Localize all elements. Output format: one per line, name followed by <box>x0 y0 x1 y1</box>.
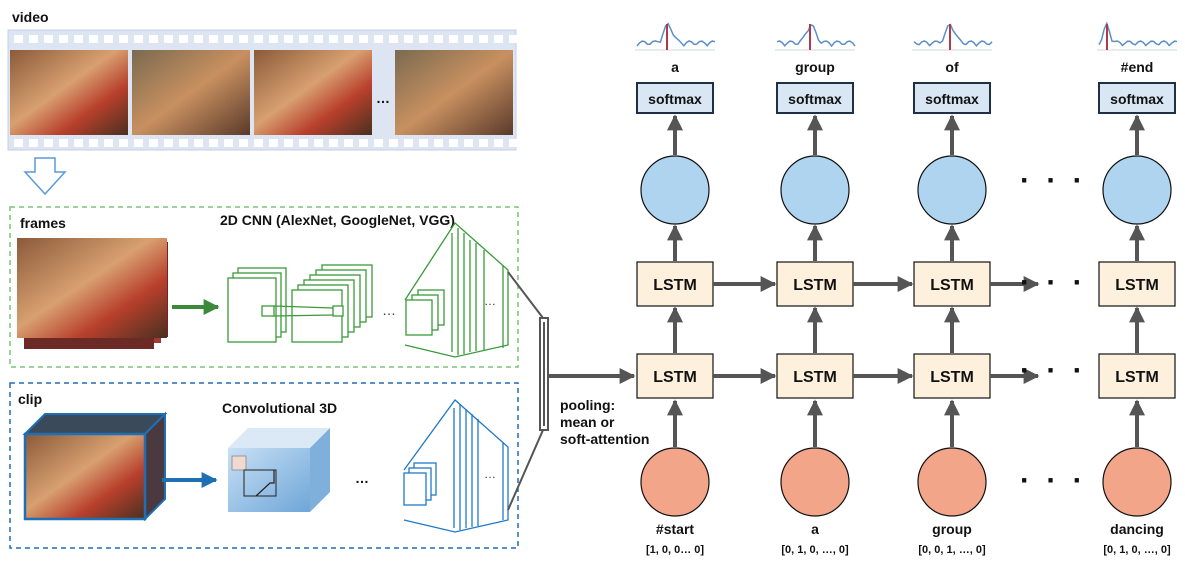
softmax-box <box>636 82 714 114</box>
input-word: dancing <box>1110 521 1164 537</box>
svg-text:…: … <box>382 302 396 318</box>
word-distribution-plot <box>776 23 856 48</box>
clip-label: clip <box>18 391 42 407</box>
svg-text:…: … <box>484 467 496 481</box>
lstm-bottom-label: LSTM <box>1115 369 1159 386</box>
frames-box <box>9 206 519 368</box>
video-frame-2 <box>132 50 250 135</box>
output-word: group <box>795 59 835 75</box>
conv3d-cube <box>228 428 330 512</box>
input-node <box>780 447 850 517</box>
lstm-bottom-label: LSTM <box>930 369 974 386</box>
conv3d-label: Convolutional 3D <box>222 400 337 416</box>
lstm-top <box>776 261 854 307</box>
softmax-label: softmax <box>1110 91 1164 107</box>
pooling-label-2: mean or <box>560 414 615 430</box>
input-word: group <box>932 521 972 537</box>
video-frame-3 <box>254 50 372 135</box>
cnn2d-layers: … … <box>227 222 509 358</box>
conv3d-layers: … <box>403 399 509 533</box>
lstm-bottom-label: LSTM <box>793 369 837 386</box>
pooling-connector <box>507 271 549 511</box>
lstm-bottom <box>1098 353 1176 399</box>
lstm-top <box>1098 261 1176 307</box>
lstm-top-label: LSTM <box>930 277 974 294</box>
softmax-label: softmax <box>788 91 842 107</box>
input-node <box>640 447 710 517</box>
input-vector: [0, 1, 0, …, 0] <box>1103 544 1171 556</box>
softmax-label: softmax <box>925 91 979 107</box>
word-distribution-plot <box>1098 21 1178 47</box>
softmax-label: softmax <box>648 91 702 107</box>
hidden-node <box>780 155 850 225</box>
hidden-node <box>1102 155 1172 225</box>
dots-input: · · · <box>1020 464 1087 497</box>
lstm-top-label: LSTM <box>1115 277 1159 294</box>
input-vector: [1, 0, 0… 0] <box>646 544 704 556</box>
lstm-bottom-label: LSTM <box>653 369 697 386</box>
dots-lstm-bottom: · · · <box>1020 354 1087 387</box>
svg-text:…: … <box>484 294 496 308</box>
frames-label: frames <box>20 215 66 231</box>
video-frame-1 <box>10 50 128 135</box>
softmax-box <box>913 82 991 114</box>
cnn2d-label: 2D CNN (AlexNet, GoogleNet, VGG) <box>220 212 455 228</box>
film-ellipsis: … <box>376 90 390 106</box>
output-word: a <box>671 59 679 75</box>
lstm-bottom <box>776 353 854 399</box>
video-label: video <box>12 9 49 25</box>
c3d-ellipsis: … <box>355 470 369 486</box>
clip-cube <box>22 411 168 522</box>
dots-lstm-top: · · · <box>1020 266 1087 299</box>
down-arrow-icon <box>23 157 67 196</box>
lstm-bottom <box>636 353 714 399</box>
input-word: #start <box>656 521 694 537</box>
input-vector: [0, 1, 0, …, 0] <box>781 544 849 556</box>
output-word: of <box>945 59 959 75</box>
film-strip: … <box>7 29 518 151</box>
lstm-top-label: LSTM <box>793 277 837 294</box>
hidden-node <box>917 155 987 225</box>
clip-box <box>9 382 519 549</box>
input-node <box>917 447 987 517</box>
video-frame-4 <box>395 50 513 135</box>
word-distribution-plot <box>636 22 716 47</box>
input-vector: [0, 0, 1, …, 0] <box>918 544 986 556</box>
output-word: #end <box>1121 59 1154 75</box>
dots-hidden: · · · <box>1020 164 1087 197</box>
pooling-label-3: soft-attention <box>560 431 649 447</box>
lstm-top <box>636 261 714 307</box>
frames-stack <box>17 238 168 349</box>
input-node <box>1102 447 1172 517</box>
lstm-top-label: LSTM <box>653 277 697 294</box>
hidden-node <box>640 155 710 225</box>
word-distribution-plot <box>913 23 993 47</box>
softmax-box <box>776 82 854 114</box>
input-word: a <box>811 521 819 537</box>
softmax-box <box>1098 82 1176 114</box>
pooling-label-1: pooling: <box>560 397 615 413</box>
column-gap-dots: · · · · · · · · · · · · <box>1020 164 1087 497</box>
